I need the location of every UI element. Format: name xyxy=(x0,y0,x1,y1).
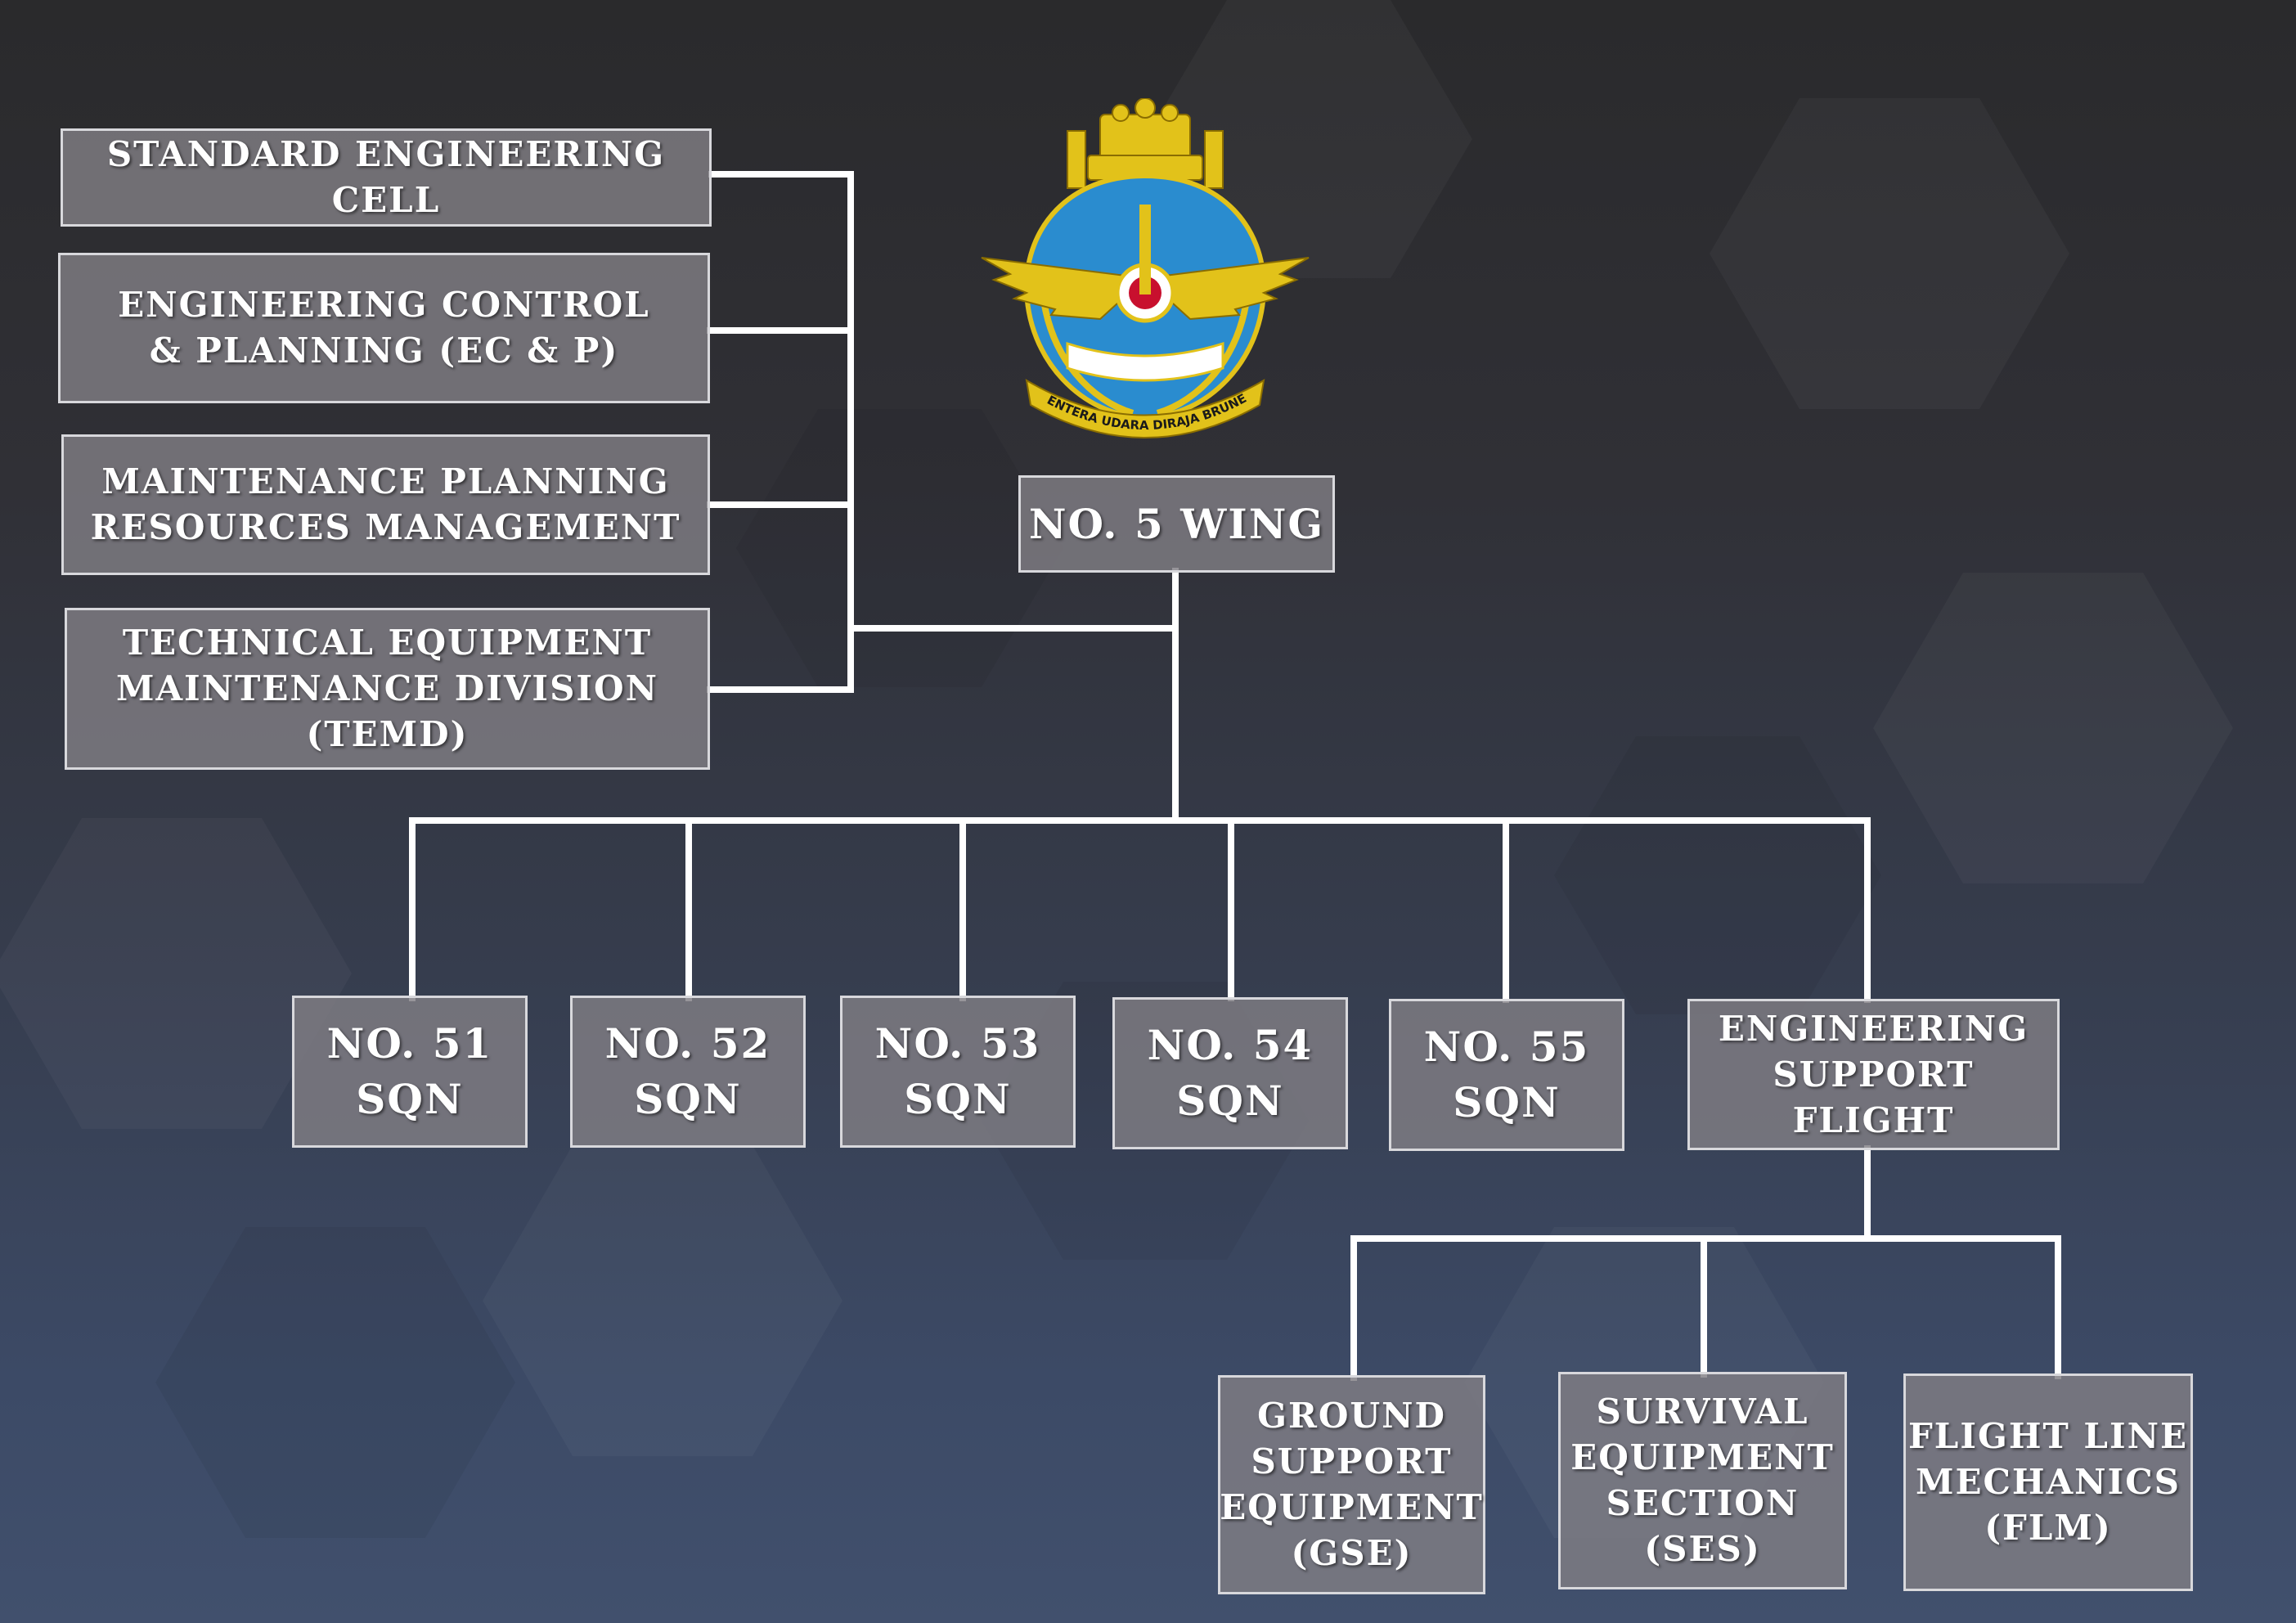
section-ground-support-equipment: GROUND SUPPORT EQUIPMENT (GSE) xyxy=(1218,1375,1485,1594)
squadron-no-53: NO. 53 SQN xyxy=(840,996,1076,1148)
unit-maintenance-planning-resources: MAINTENANCE PLANNING RESOURCES MANAGEMEN… xyxy=(61,434,710,575)
section-survival-equipment: SURVIVAL EQUIPMENT SECTION (SES) xyxy=(1558,1372,1847,1589)
wings-icon xyxy=(981,257,1310,321)
unit-technical-equipment-maintenance: TECHNICAL EQUIPMENT MAINTENANCE DIVISION… xyxy=(65,608,710,770)
section-flight-line-mechanics: FLIGHT LINE MECHANICS (FLM) xyxy=(1903,1373,2193,1591)
squadron-no-54: NO. 54 SQN xyxy=(1112,997,1348,1149)
squadron-no-55: NO. 55 SQN xyxy=(1389,999,1624,1151)
engineering-support-flight: ENGINEERING SUPPORT FLIGHT xyxy=(1687,999,2060,1150)
unit-standard-engineering-cell: STANDARD ENGINEERING CELL xyxy=(61,128,712,227)
crown-icon xyxy=(1067,98,1224,189)
squadron-no-52: NO. 52 SQN xyxy=(570,996,806,1148)
roundel-icon xyxy=(1115,205,1175,323)
root-no-5-wing: NO. 5 WING xyxy=(1018,475,1335,573)
squadron-no-51: NO. 51 SQN xyxy=(292,996,528,1148)
royal-brunei-air-force-emblem: TENTERA UDARA DIRAJA BRUNEI xyxy=(977,98,1310,438)
unit-engineering-control-planning: ENGINEERING CONTROL & PLANNING (EC & P) xyxy=(58,253,710,403)
